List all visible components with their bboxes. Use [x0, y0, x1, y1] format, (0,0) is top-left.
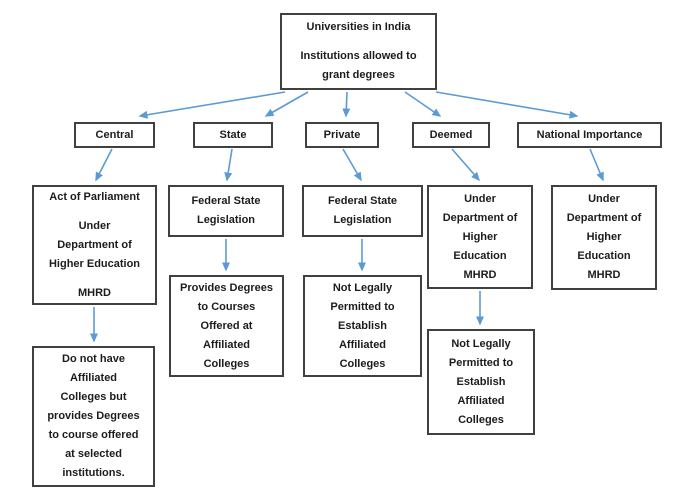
text-line: Legislation: [196, 214, 256, 226]
text-line: Higher Education: [48, 257, 141, 270]
text-line: Not Legally: [332, 281, 393, 294]
text-line: Federal State: [191, 195, 261, 207]
category-node-national-importance: National Importance: [517, 122, 662, 148]
arrow-root-to-state: [264, 91, 309, 117]
text-line: Offered at: [200, 319, 253, 332]
text-line: Colleges: [203, 357, 250, 370]
text-line: Permitted to: [448, 356, 514, 369]
text-line: [37, 274, 152, 284]
text-line: Establish: [456, 375, 506, 388]
text-line: Do not have: [62, 353, 125, 365]
text-line: Affiliated: [202, 338, 251, 351]
text-line: [285, 37, 432, 47]
arrow-root-to-central: [138, 91, 286, 119]
text-line: MHRD: [78, 286, 111, 299]
category-node-central: Central: [74, 122, 155, 148]
text-line: to course offered: [48, 429, 139, 441]
arrow-private-to-box1: [342, 148, 362, 182]
text-line: MHRD: [587, 269, 621, 281]
text-line: Department of: [442, 211, 518, 224]
text-line: at selected: [65, 448, 122, 460]
text-line: Department of: [566, 212, 642, 224]
text-line: [37, 207, 152, 217]
text-line: Department of: [57, 238, 132, 251]
text-line: Affiliated: [69, 372, 118, 384]
text-line: Education: [577, 250, 631, 262]
arrow-deemed-to-box1: [451, 148, 480, 182]
text-line: Under: [464, 192, 496, 205]
text-line: Affiliated: [338, 338, 387, 351]
text-line: institutions.: [62, 467, 125, 479]
text-line: Higher: [462, 230, 498, 243]
text-line: Universities in India: [306, 21, 411, 33]
text-line: Legislation: [333, 214, 392, 226]
text-line: Provides Degrees: [180, 281, 273, 294]
text-line: Institutions allowed to: [300, 50, 417, 62]
arrow-root-to-private: [342, 91, 351, 118]
text-line: Affiliated: [457, 394, 505, 407]
text-line: Higher: [586, 231, 622, 243]
text-line: MHRD: [463, 268, 497, 281]
text-line: Under: [588, 193, 620, 205]
text-line: Not Legally: [451, 337, 511, 350]
text-line: grant degrees: [322, 69, 395, 81]
text-line: Education: [453, 249, 507, 262]
arrow-national-importance-to-box1: [589, 148, 604, 182]
arrow-root-to-national-importance: [435, 91, 579, 119]
arrow-root-to-deemed: [404, 91, 442, 117]
text-line: Colleges: [339, 357, 386, 370]
text-line: provides Degrees: [47, 410, 140, 422]
arrow-state-to-box1: [224, 148, 233, 182]
category-node-deemed: Deemed: [412, 122, 490, 148]
category-node-private: Private: [305, 122, 379, 148]
text-line: Permitted to: [330, 300, 395, 313]
text-line: Colleges: [458, 413, 504, 426]
category-node-state: State: [193, 122, 273, 148]
text-line: Colleges but: [60, 391, 127, 403]
text-line: Establish: [338, 319, 387, 332]
arrow-central-to-box1: [95, 148, 113, 182]
text-line: Act of Parliament: [49, 190, 140, 203]
text-line: Federal State: [327, 195, 398, 207]
text-line: to Courses: [197, 300, 256, 313]
text-line: Under: [78, 219, 111, 232]
